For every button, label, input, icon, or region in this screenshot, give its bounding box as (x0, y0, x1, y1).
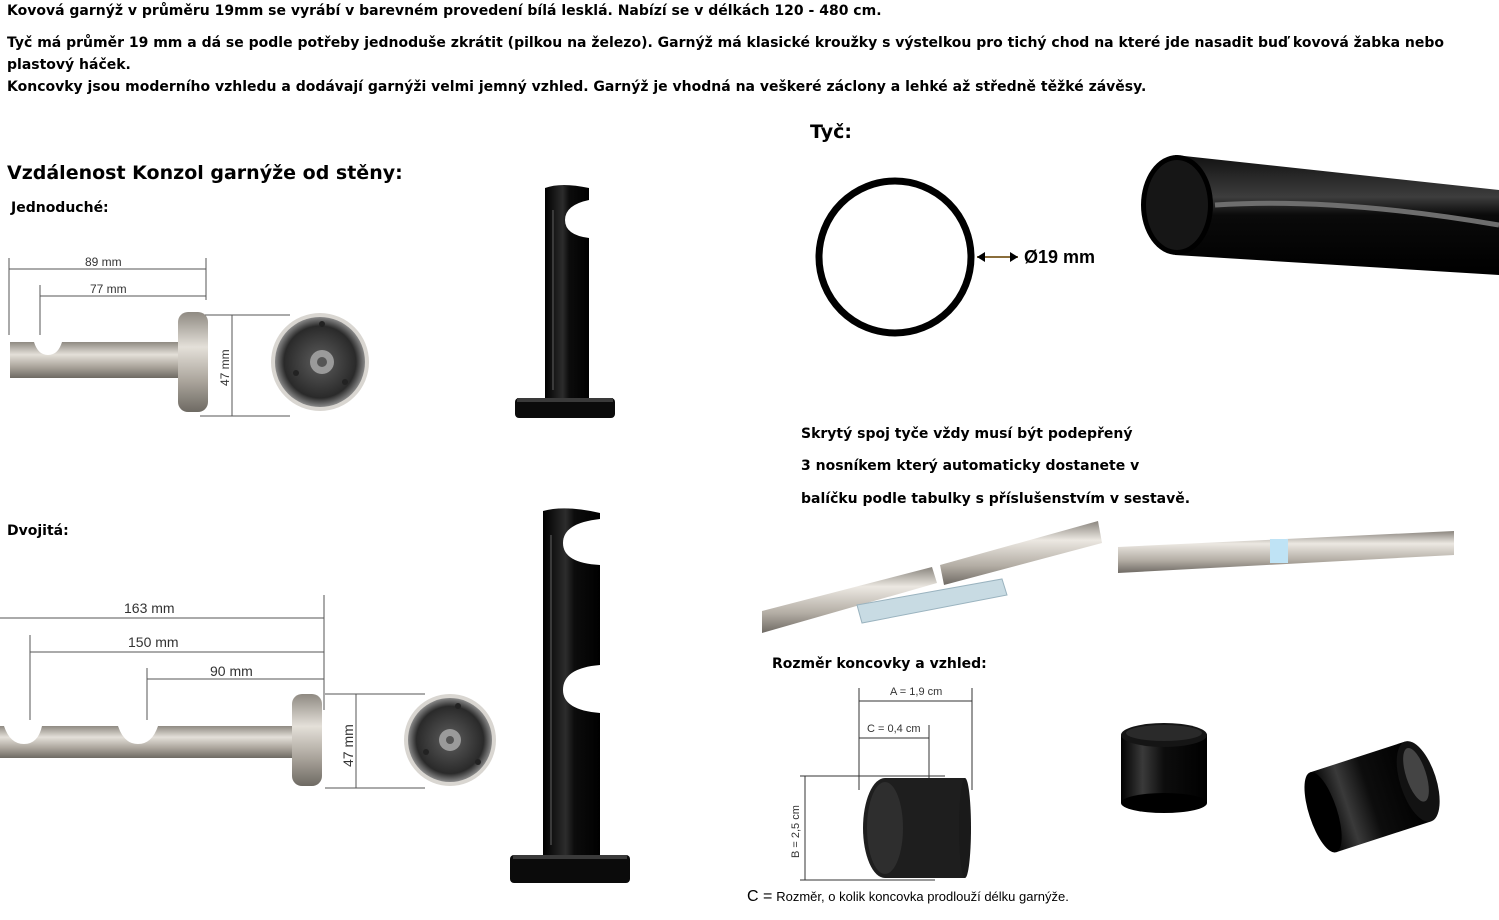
dim-90: 90 mm (210, 663, 253, 679)
brackets-heading: Vzdálenost Konzol garnýže od stěny: (7, 162, 403, 184)
joint-note-line-3: balíčku podle tabulky s příslušenstvím v… (801, 491, 1191, 507)
intro-line-1: Kovová garnýž v průměru 19mm se vyrábí v… (7, 3, 882, 19)
joint-note-line-2: 3 nosníkem který automaticky dostanete v (801, 458, 1140, 474)
endcap-dim-a: A = 1,9 cm (890, 686, 942, 698)
footnote-prefix: C = (747, 888, 773, 905)
single-bracket-drawing: 89 mm 77 mm 47 mm (8, 255, 369, 417)
rod-joint-closed-image (1118, 531, 1454, 573)
endcap-footnote: C = Rozměr, o kolik koncovka prodlouží d… (747, 888, 1069, 906)
single-bracket-black-image (515, 185, 615, 418)
double-bracket-drawing: 163 mm 150 mm 90 mm 47 mm (0, 595, 496, 789)
dim-47-single: 47 mm (218, 349, 232, 386)
intro-line-3: Koncovky jsou moderního vzhledu a dodáva… (7, 79, 1147, 95)
rod-diameter-label: Ø19 mm (1024, 247, 1095, 267)
endcap-heading: Rozměr koncovky a vzhled: (772, 656, 987, 672)
rod-joint-open-image (762, 521, 1102, 633)
dim-47-double: 47 mm (340, 724, 356, 767)
intro-text: Kovová garnýž v průměru 19mm se vyrábí v… (7, 0, 1487, 98)
joint-note-line-1: Skrytý spoj tyče vždy musí být podepřený (801, 426, 1133, 442)
rod-heading: Tyč: (810, 121, 852, 143)
double-bracket-black-image (510, 508, 630, 883)
dim-89: 89 mm (85, 255, 122, 269)
endcap-dimension-drawing: A = 1,9 cm C = 0,4 cm B = 2,5 cm (790, 686, 973, 881)
dim-77: 77 mm (90, 282, 127, 296)
footnote-text: Rozměr, o kolik koncovka prodlouží délku… (776, 889, 1069, 904)
black-rod-image (1141, 155, 1499, 275)
double-bracket-label: Dvojitá: (7, 523, 69, 539)
endcap-dim-b: B = 2,5 cm (790, 805, 802, 858)
dim-150: 150 mm (128, 634, 179, 650)
intro-line-2: Tyč má průměr 19 mm a dá se podle potřeb… (7, 35, 1445, 73)
endcap-photos (1121, 723, 1440, 853)
endcap-dim-c: C = 0,4 cm (867, 723, 921, 735)
single-bracket-label: Jednoduché: (11, 200, 109, 216)
dim-163: 163 mm (124, 600, 175, 616)
rod-cross-section: Ø19 mm (815, 177, 1095, 337)
